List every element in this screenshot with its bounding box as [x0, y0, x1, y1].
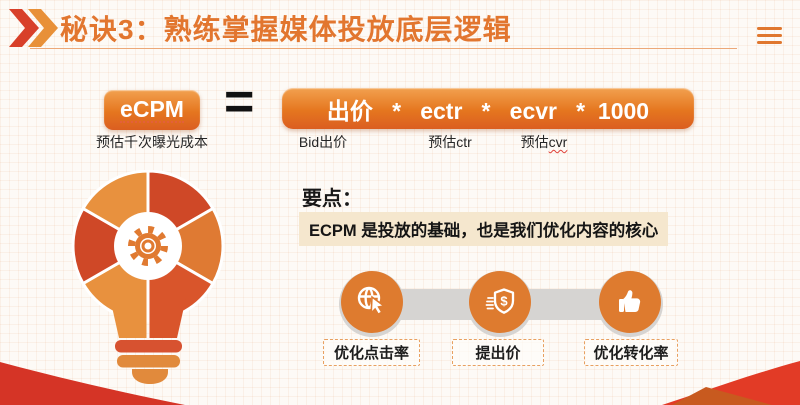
action-circle-ctr: [341, 271, 403, 333]
shield-dollar-icon: $: [485, 288, 515, 314]
double-chevron-icon: [9, 9, 58, 47]
hamburger-menu-icon[interactable]: [757, 27, 782, 48]
cvr-caption: 预估cvr: [520, 134, 568, 150]
svg-text:$: $: [500, 294, 508, 309]
corner-decorations: [0, 361, 800, 405]
ctr-caption: 预估ctr: [428, 134, 472, 150]
title-underline: [30, 48, 737, 49]
action-label-cvr: 优化转化率: [584, 339, 678, 366]
lightbulb-gear-graphic: [71, 170, 225, 384]
action-circle-cvr: [599, 271, 661, 333]
page-title: 秘诀3：熟练掌握媒体投放底层逻辑: [60, 14, 512, 45]
formula-pill: 出价 * ectr * ecvr * 1000: [282, 88, 694, 129]
thumbs-up-icon: [619, 290, 641, 312]
gear-icon: [128, 226, 168, 266]
ecpm-pill: eCPM: [104, 90, 200, 130]
action-label-ctr: 优化点击率: [323, 339, 420, 366]
keypoint-highlight: ECPM 是投放的基础，也是我们优化内容的核心: [299, 212, 669, 246]
ecpm-label: eCPM: [120, 95, 184, 124]
action-label-bid: 提出价: [452, 339, 544, 366]
action-circle-bid: $: [469, 271, 531, 333]
cvr-spellcheck-underline: cvr: [548, 134, 568, 150]
equals-sign: =: [224, 73, 255, 131]
bid-caption: Bid出价: [298, 134, 348, 150]
ecpm-caption: 预估千次曝光成本: [96, 134, 208, 150]
globe-cursor-icon: [357, 286, 386, 316]
keypoint-heading: 要点：: [302, 188, 362, 210]
